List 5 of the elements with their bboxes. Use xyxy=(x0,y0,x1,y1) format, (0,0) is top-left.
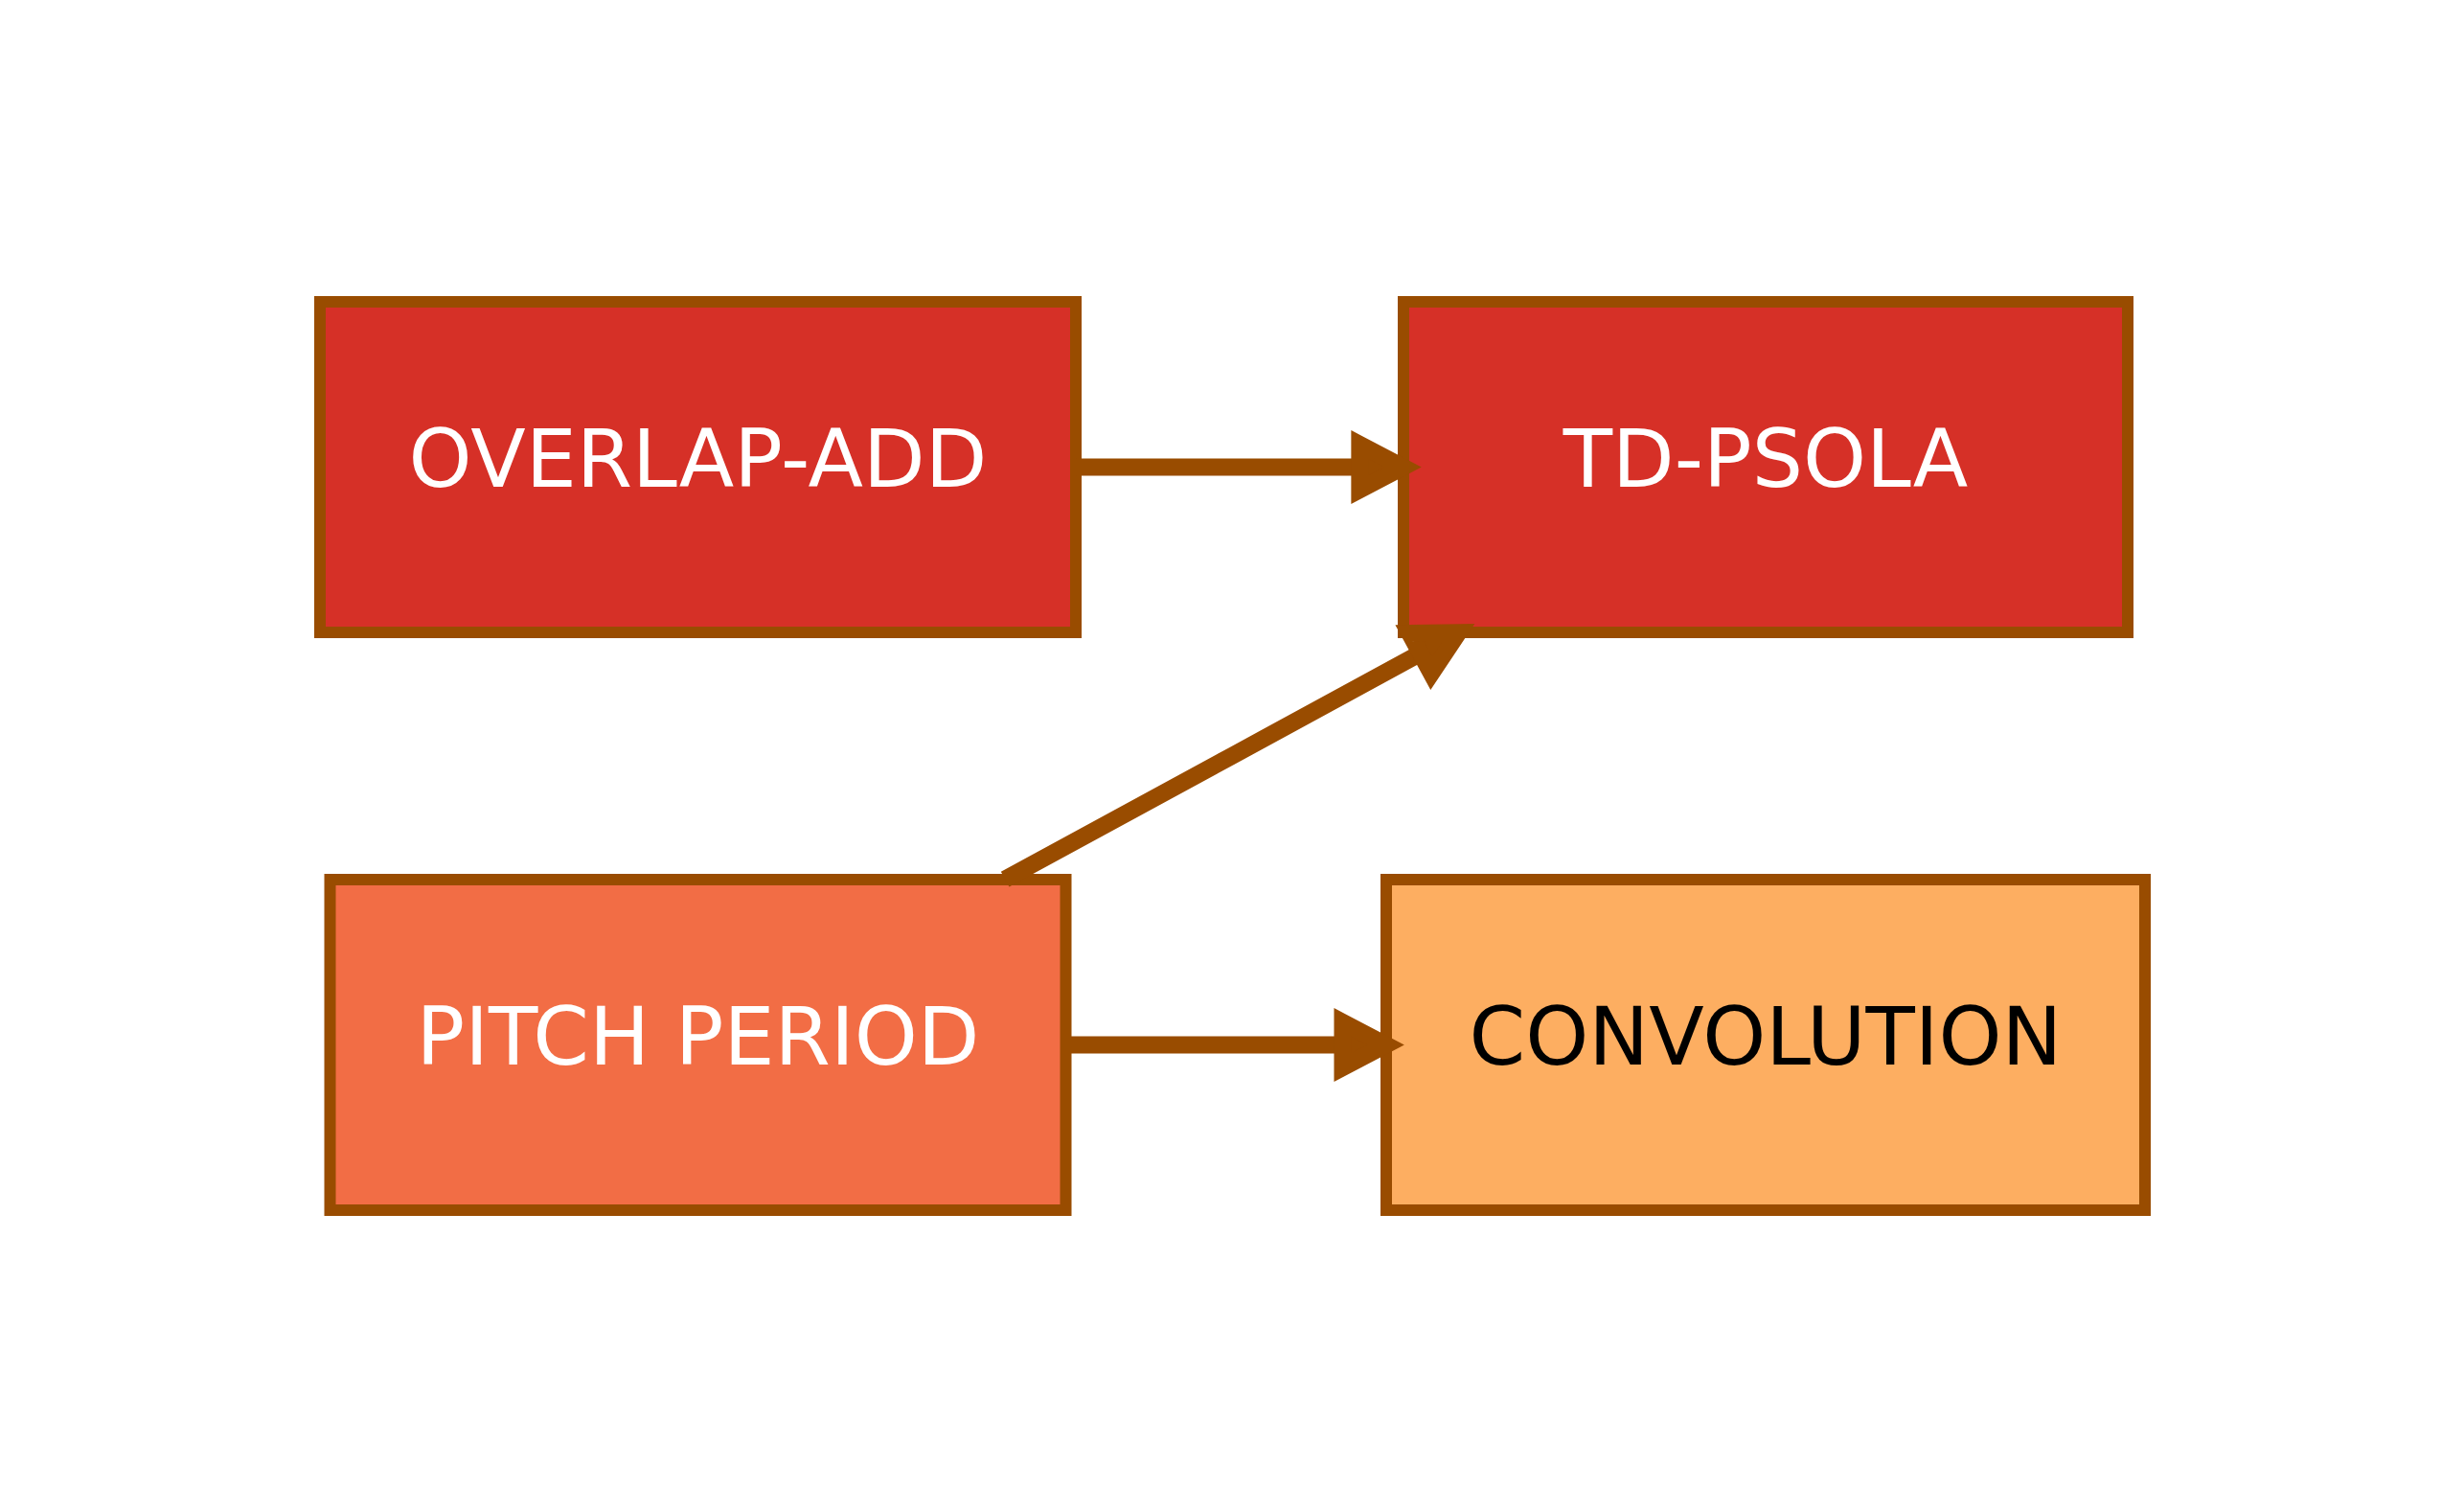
node-box: PITCH PERIOD xyxy=(324,874,1071,1216)
arrow xyxy=(1000,624,1474,887)
node-box: CONVOLUTION xyxy=(1380,874,2151,1216)
node-box: TD-PSOLA xyxy=(1397,296,2133,638)
node-box: OVERLAP-ADD xyxy=(313,296,1082,638)
